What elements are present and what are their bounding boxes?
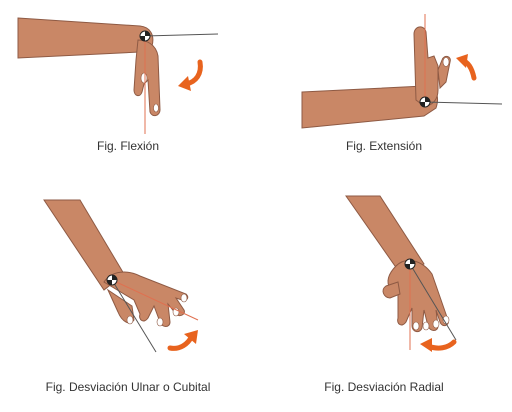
ulnar-deviation-figure: Fig. Desviación Ulnar o Cubital (0, 190, 256, 412)
goniometer-marker-icon (419, 96, 431, 108)
flexion-illustration (17, 17, 219, 134)
flexion-caption: Fig. Flexión (96, 139, 160, 153)
ulnar-deviation-caption: Fig. Desviación Ulnar o Cubital (45, 380, 211, 394)
goniometer-marker-icon (139, 30, 151, 42)
fingernail (156, 317, 164, 327)
extension-caption: Fig. Extensión (345, 139, 423, 153)
curved-arrow-icon (420, 338, 457, 352)
hand (387, 259, 449, 333)
reference-line (424, 101, 503, 105)
fingernail (153, 103, 159, 113)
fingernail (180, 293, 188, 303)
extension-illustration (301, 14, 503, 129)
reference-line (409, 263, 457, 341)
thumbnail (126, 315, 134, 325)
goniometer-marker-icon (106, 274, 118, 286)
hand (413, 26, 439, 107)
radial-illustration (345, 195, 457, 352)
reference-line (144, 33, 219, 37)
reference-line (111, 279, 157, 353)
curved-arrow-icon (178, 59, 203, 91)
radial-deviation-caption: Fig. Desviación Radial (324, 380, 444, 394)
radial-deviation-figure: Fig. Desviación Radial (256, 190, 512, 412)
extension-figure: Fig. Extensión (256, 0, 512, 170)
ulnar-illustration (43, 199, 199, 353)
fingernail (422, 321, 430, 331)
flexion-figure: Fig. Flexión (0, 0, 256, 170)
curved-arrow-icon (167, 330, 198, 351)
forearm (17, 17, 154, 59)
goniometer-marker-icon (404, 258, 416, 270)
fingernail (432, 319, 440, 329)
curved-arrow-icon (456, 54, 477, 81)
thumbnail (442, 57, 450, 67)
thumbnail (140, 72, 148, 84)
thumb (382, 281, 401, 299)
forearm (345, 195, 425, 277)
motion-line (111, 279, 199, 321)
fingernail (412, 321, 420, 331)
